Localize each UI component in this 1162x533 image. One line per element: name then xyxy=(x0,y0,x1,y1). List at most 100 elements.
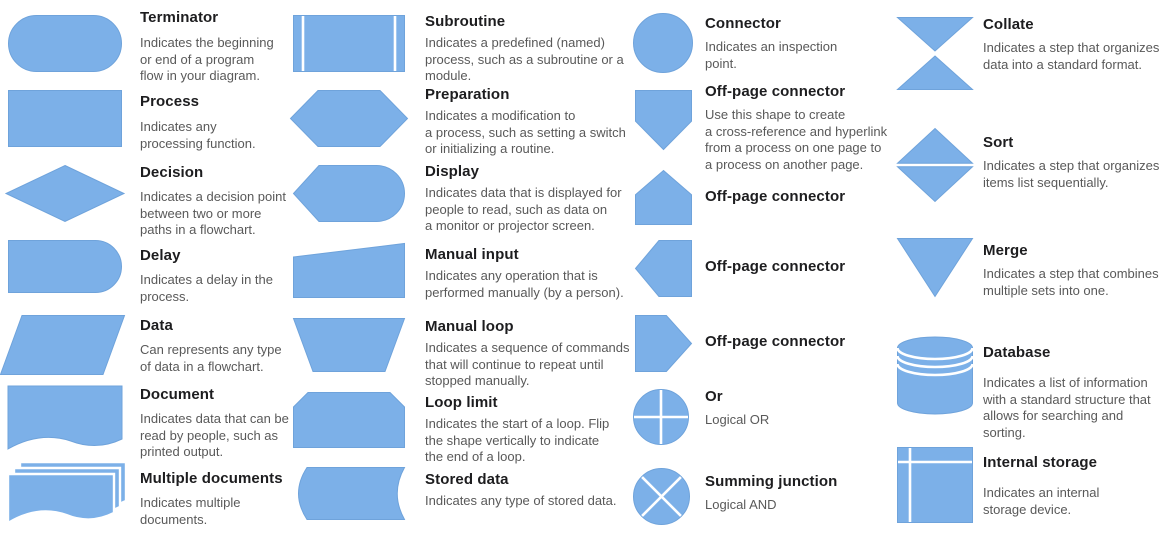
shape-description: Logical OR xyxy=(705,412,770,427)
process-shape xyxy=(8,90,122,147)
decision-shape xyxy=(4,164,126,223)
shape-title: Collate xyxy=(983,16,1034,33)
shape-text-block: Off-page connector xyxy=(705,257,901,282)
preparation-shape xyxy=(289,90,409,147)
shape-description: Indicates an inspection point. xyxy=(705,39,838,71)
shape-title: Manual input xyxy=(425,246,519,263)
shape-description: Use this shape to create a cross-referen… xyxy=(705,107,888,172)
shape-description: Indicates a predefined (named) process, … xyxy=(425,35,624,83)
shape-description: Indicates the beginning or end of a prog… xyxy=(140,35,274,83)
shape-title: Delay xyxy=(140,247,181,264)
manual-input-shape xyxy=(293,242,405,298)
shape-description: Indicates data that is displayed for peo… xyxy=(425,185,622,233)
shape-title: Database xyxy=(983,344,1051,361)
shape-description: Indicates a step that organizes data int… xyxy=(983,40,1160,72)
shape-title: Summing junction xyxy=(705,473,838,490)
shape-title: Preparation xyxy=(425,86,510,103)
shape-description: Indicates a delay in the process. xyxy=(140,272,273,304)
shape-description: Indicates a step that combines multiple … xyxy=(983,266,1159,298)
off-page-connector-down-shape xyxy=(635,90,692,151)
shape-title: Multiple documents xyxy=(140,470,283,487)
shape-title: Merge xyxy=(983,242,1028,259)
shape-text-block: Off-page connector xyxy=(705,332,901,357)
internal-storage-shape xyxy=(897,447,973,523)
shape-title: Subroutine xyxy=(425,13,506,30)
shape-description: Indicates an internal storage device. xyxy=(983,485,1100,517)
stored-data-shape xyxy=(293,467,406,520)
shape-description: Can represents any type of data in a flo… xyxy=(140,342,282,374)
shape-title: Process xyxy=(140,93,200,110)
sort-shape xyxy=(896,127,974,203)
subroutine-shape xyxy=(293,15,405,72)
shape-title: Stored data xyxy=(425,471,509,488)
summing-junction-shape xyxy=(633,468,690,525)
shape-description: Indicates a decision point between two o… xyxy=(140,189,286,237)
shape-title: Terminator xyxy=(140,9,219,26)
data-shape xyxy=(0,315,126,375)
shape-text-block: Off-page connector xyxy=(705,187,901,212)
merge-shape xyxy=(896,238,974,298)
terminator-shape xyxy=(8,15,122,72)
connector-shape xyxy=(633,13,693,73)
shape-title: Off-page connector xyxy=(705,188,846,205)
shape-title: Off-page connector xyxy=(705,83,846,100)
shape-description: Indicates any operation that is performe… xyxy=(425,268,624,300)
shape-description: Indicates a step that organizes items li… xyxy=(983,158,1160,190)
shape-title: Display xyxy=(425,163,480,180)
shape-description: Indicates a sequence of commands that wi… xyxy=(425,340,630,388)
collate-shape xyxy=(896,17,974,90)
shape-description: Indicates any type of stored data. xyxy=(425,493,617,508)
shape-description: Logical AND xyxy=(705,497,777,512)
loop-limit-shape xyxy=(293,392,405,448)
shape-description: Indicates a modification to a process, s… xyxy=(425,108,626,156)
shape-description: Indicates a list of information with a s… xyxy=(983,375,1151,440)
off-page-connector-right-shape xyxy=(635,315,693,372)
shape-title: Sort xyxy=(983,134,1014,151)
document-shape xyxy=(7,385,123,450)
shape-title: Off-page connector xyxy=(705,333,846,350)
display-shape xyxy=(292,165,405,222)
shape-title: Off-page connector xyxy=(705,258,846,275)
shape-title: Decision xyxy=(140,164,204,181)
shape-title: Connector xyxy=(705,15,781,32)
off-page-connector-up-shape xyxy=(635,169,692,225)
shape-description: Indicates multiple documents. xyxy=(140,495,241,527)
shape-title: Or xyxy=(705,388,723,405)
delay-shape xyxy=(8,240,122,293)
off-page-connector-left-shape xyxy=(634,240,692,297)
shape-title: Manual loop xyxy=(425,318,514,335)
or-shape xyxy=(633,389,689,445)
shape-description: Indicates the start of a loop. Flip the … xyxy=(425,416,610,464)
shape-title: Document xyxy=(140,386,215,403)
database-shape xyxy=(896,336,974,415)
shape-description: Indicates data that can be read by peopl… xyxy=(140,411,289,459)
shape-description: Indicates any processing function. xyxy=(140,119,256,151)
shape-title: Data xyxy=(140,317,173,334)
shape-title: Loop limit xyxy=(425,394,498,411)
manual-loop-shape xyxy=(292,318,406,372)
shape-title: Internal storage xyxy=(983,454,1098,471)
